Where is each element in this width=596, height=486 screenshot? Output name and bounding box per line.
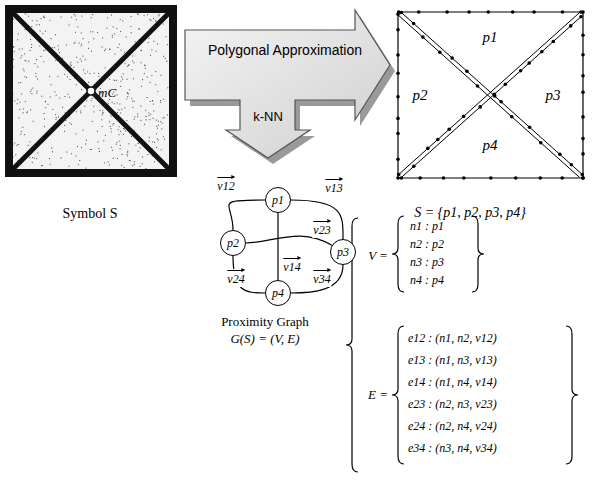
text-label: e13 : (n1, n3, v13) bbox=[408, 354, 497, 368]
text-label: Proximity Graph bbox=[221, 315, 309, 330]
text-label: e24 : (n2, n4, v24) bbox=[408, 420, 497, 434]
edge-label: v12 bbox=[216, 176, 235, 194]
node-label: p1 bbox=[272, 193, 284, 208]
graph-node: p2 bbox=[220, 230, 246, 256]
graph-edge bbox=[277, 213, 278, 280]
polygonal-approximation bbox=[396, 10, 585, 180]
symbol-image bbox=[5, 5, 177, 177]
text-label: p2 bbox=[413, 87, 428, 104]
text-label: p1 bbox=[483, 29, 498, 46]
text-label: mC bbox=[98, 86, 116, 101]
graph-edge bbox=[229, 200, 265, 230]
node-label: p4 bbox=[272, 286, 284, 301]
graph-node: p1 bbox=[265, 187, 291, 213]
graph-node: p3 bbox=[330, 239, 356, 265]
process-arrows bbox=[185, 10, 395, 164]
text-label: e23 : (n2, n3, v23) bbox=[408, 398, 497, 412]
edge-label: v24 bbox=[226, 269, 245, 287]
text-label: n4 : p4 bbox=[410, 274, 444, 288]
edge-label: v23 bbox=[312, 220, 331, 238]
text-label: n2 : p2 bbox=[410, 238, 444, 252]
edge-label: v14 bbox=[282, 257, 301, 275]
text-label: e34 : (n3, n4, v34) bbox=[408, 442, 497, 456]
edge-label: v13 bbox=[324, 178, 343, 196]
text-label: p4 bbox=[483, 137, 498, 154]
text-label: V = bbox=[368, 249, 388, 264]
text-label: e12 : (n1, n2, v12) bbox=[408, 332, 497, 346]
text-label: n1 : p1 bbox=[410, 220, 444, 234]
graph-node: p4 bbox=[265, 280, 291, 306]
text-label: Polygonal Approximation bbox=[208, 42, 362, 58]
text-label: p3 bbox=[546, 87, 561, 104]
node-label: p2 bbox=[227, 236, 239, 251]
graph-edge bbox=[291, 200, 343, 239]
node-label: p3 bbox=[337, 245, 349, 260]
edge-label: v34 bbox=[312, 269, 331, 287]
text-label: Symbol S bbox=[63, 206, 118, 222]
set-braces bbox=[346, 216, 578, 472]
text-label: E = bbox=[368, 388, 388, 403]
text-label: k-NN bbox=[253, 110, 283, 125]
text-label: e14 : (n1, n4, v14) bbox=[408, 376, 497, 390]
text-label: S = {p1, p2, p3, p4} bbox=[414, 205, 526, 221]
text-label: n3 : p3 bbox=[410, 256, 444, 270]
text-label: G(S) = (V, E) bbox=[230, 332, 299, 347]
